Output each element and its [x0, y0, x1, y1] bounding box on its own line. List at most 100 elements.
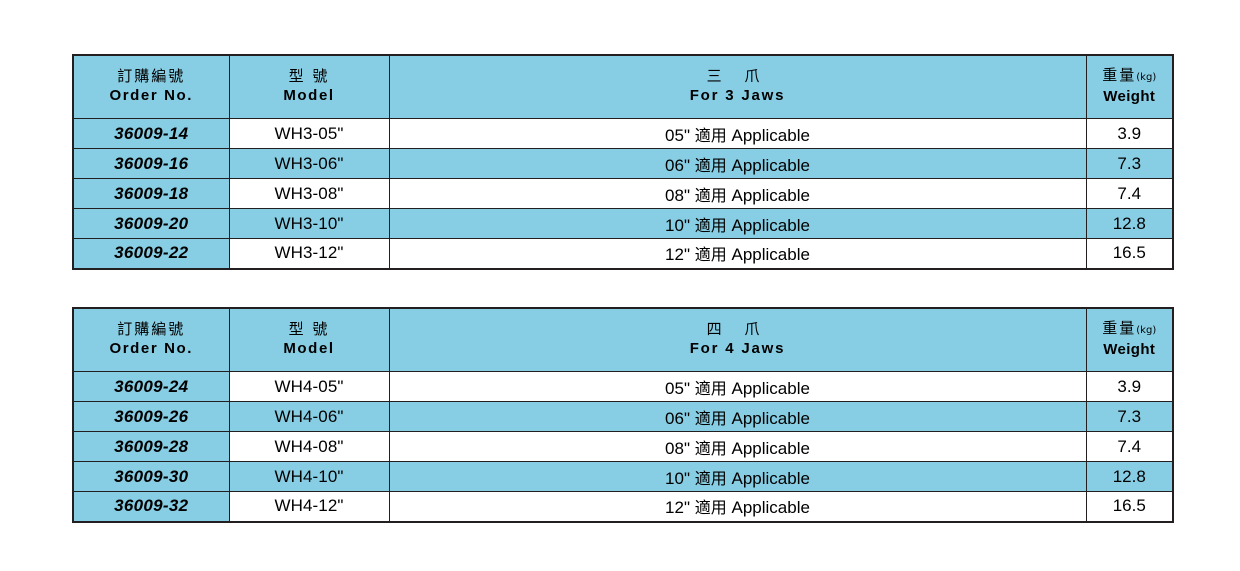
cell-weight: 7.3	[1085, 401, 1174, 432]
spec-table-3-jaws: 訂購編號 Order No. 型 號 Model 三 爪 For 3 Jaws …	[72, 54, 1174, 270]
column-header-order-no-cn: 訂購編號	[117, 320, 186, 338]
cell-jaws: 10" 適用 Applicable	[388, 208, 1087, 239]
table-row: 36009-26 WH4-06" 06" 適用 Applicable 7.3	[72, 401, 1174, 432]
table-header: 訂購編號 Order No. 型 號 Model 四 爪 For 4 Jaws …	[72, 307, 1174, 372]
column-header-weight-cn-text: 重量	[1102, 66, 1137, 84]
cell-jaws: 10" 適用 Applicable	[388, 461, 1087, 492]
cell-jaws: 06" 適用 Applicable	[388, 401, 1087, 432]
table-row: 36009-24 WH4-05" 05" 適用 Applicable 3.9	[72, 371, 1174, 402]
cell-jaws: 08" 適用 Applicable	[388, 178, 1087, 209]
cell-order-no: 36009-16	[72, 148, 230, 179]
column-header-model-cn: 型 號	[288, 320, 330, 338]
column-header-weight-en: Weight	[1103, 341, 1156, 358]
table-row: 36009-28 WH4-08" 08" 適用 Applicable 7.4	[72, 431, 1174, 462]
cell-jaws-size: 12"	[665, 245, 690, 265]
column-header-order-no-en: Order No.	[109, 87, 194, 104]
header-row: 訂購編號 Order No. 型 號 Model 三 爪 For 3 Jaws …	[72, 54, 1174, 119]
cell-model: WH4-12"	[228, 491, 390, 522]
cell-jaws-en: Applicable	[731, 378, 810, 398]
table-row: 36009-30 WH4-10" 10" 適用 Applicable 12.8	[72, 461, 1174, 492]
cell-jaws-en: Applicable	[731, 155, 810, 175]
cell-jaws: 08" 適用 Applicable	[388, 431, 1087, 462]
cell-model: WH3-12"	[228, 238, 390, 269]
column-header-jaws-en: For 3 Jaws	[689, 87, 786, 104]
column-header-model-en: Model	[283, 87, 335, 104]
table-row: 36009-16 WH3-06" 06" 適用 Applicable 7.3	[72, 148, 1174, 179]
cell-jaws-en: Applicable	[731, 185, 810, 205]
column-header-model-en: Model	[283, 340, 335, 357]
cell-model: WH4-05"	[228, 371, 390, 402]
cell-jaws-cn: 適用	[694, 408, 727, 428]
table-body: 36009-14 WH3-05" 05" 適用 Applicable 3.9 3…	[72, 118, 1174, 269]
cell-order-no: 36009-22	[72, 238, 230, 269]
header-row: 訂購編號 Order No. 型 號 Model 四 爪 For 4 Jaws …	[72, 307, 1174, 372]
cell-weight: 3.9	[1085, 371, 1174, 402]
cell-order-no: 36009-24	[72, 371, 230, 402]
column-header-weight-unit: (kg)	[1136, 325, 1157, 336]
column-header-weight-cn: 重量(kg)	[1091, 66, 1169, 87]
column-header-order-no: 訂購編號 Order No.	[72, 307, 230, 372]
cell-jaws: 06" 適用 Applicable	[388, 148, 1087, 179]
cell-jaws-en: Applicable	[731, 498, 810, 518]
cell-weight: 7.3	[1085, 148, 1174, 179]
cell-model: WH4-06"	[228, 401, 390, 432]
cell-jaws-cn: 適用	[694, 245, 727, 265]
cell-jaws: 12" 適用 Applicable	[388, 491, 1087, 522]
cell-jaws-cn: 適用	[694, 378, 727, 398]
cell-model: WH3-08"	[228, 178, 390, 209]
column-header-model: 型 號 Model	[228, 54, 390, 119]
cell-jaws-en: Applicable	[731, 215, 810, 235]
cell-jaws-size: 12"	[665, 498, 690, 518]
cell-jaws: 12" 適用 Applicable	[388, 238, 1087, 269]
column-header-order-no: 訂購編號 Order No.	[72, 54, 230, 119]
column-header-weight-en: Weight	[1103, 88, 1156, 105]
column-header-jaws-en: For 4 Jaws	[689, 340, 786, 357]
cell-weight: 7.4	[1085, 178, 1174, 209]
cell-jaws-size: 10"	[665, 468, 690, 488]
cell-jaws-cn: 適用	[694, 498, 727, 518]
cell-model: WH4-08"	[228, 431, 390, 462]
table-row: 36009-14 WH3-05" 05" 適用 Applicable 3.9	[72, 118, 1174, 149]
column-header-model: 型 號 Model	[228, 307, 390, 372]
cell-weight: 16.5	[1085, 238, 1174, 269]
cell-jaws-en: Applicable	[731, 245, 810, 265]
cell-jaws-en: Applicable	[731, 125, 810, 145]
cell-jaws-size: 08"	[665, 438, 690, 458]
column-header-model-cn: 型 號	[288, 67, 330, 85]
column-header-weight: 重量(kg) Weight	[1085, 307, 1174, 372]
cell-model: WH3-05"	[228, 118, 390, 149]
cell-order-no: 36009-20	[72, 208, 230, 239]
table-row: 36009-32 WH4-12" 12" 適用 Applicable 16.5	[72, 491, 1174, 522]
column-header-order-no-cn: 訂購編號	[117, 67, 186, 85]
table-row: 36009-18 WH3-08" 08" 適用 Applicable 7.4	[72, 178, 1174, 209]
cell-jaws-size: 10"	[665, 215, 690, 235]
column-header-weight-cn: 重量(kg)	[1091, 319, 1169, 340]
spec-table-4-jaws: 訂購編號 Order No. 型 號 Model 四 爪 For 4 Jaws …	[72, 307, 1174, 523]
cell-jaws-cn: 適用	[694, 215, 727, 235]
cell-weight: 7.4	[1085, 431, 1174, 462]
cell-jaws-size: 05"	[665, 378, 690, 398]
table-row: 36009-22 WH3-12" 12" 適用 Applicable 16.5	[72, 238, 1174, 269]
cell-weight: 12.8	[1085, 461, 1174, 492]
table-body: 36009-24 WH4-05" 05" 適用 Applicable 3.9 3…	[72, 371, 1174, 522]
column-header-jaws: 三 爪 For 3 Jaws	[388, 54, 1087, 119]
cell-jaws: 05" 適用 Applicable	[388, 371, 1087, 402]
cell-order-no: 36009-30	[72, 461, 230, 492]
cell-jaws-cn: 適用	[694, 438, 727, 458]
cell-model: WH3-10"	[228, 208, 390, 239]
cell-weight: 12.8	[1085, 208, 1174, 239]
cell-jaws: 05" 適用 Applicable	[388, 118, 1087, 149]
cell-weight: 3.9	[1085, 118, 1174, 149]
column-header-jaws-cn: 三 爪	[706, 67, 769, 85]
cell-order-no: 36009-26	[72, 401, 230, 432]
cell-order-no: 36009-18	[72, 178, 230, 209]
table-header: 訂購編號 Order No. 型 號 Model 三 爪 For 3 Jaws …	[72, 54, 1174, 119]
cell-jaws-en: Applicable	[731, 438, 810, 458]
cell-jaws-en: Applicable	[731, 408, 810, 428]
column-header-weight: 重量(kg) Weight	[1085, 54, 1174, 119]
cell-jaws-en: Applicable	[731, 468, 810, 488]
cell-order-no: 36009-28	[72, 431, 230, 462]
cell-jaws-cn: 適用	[694, 125, 727, 145]
cell-model: WH4-10"	[228, 461, 390, 492]
column-header-weight-cn-text: 重量	[1102, 319, 1137, 337]
